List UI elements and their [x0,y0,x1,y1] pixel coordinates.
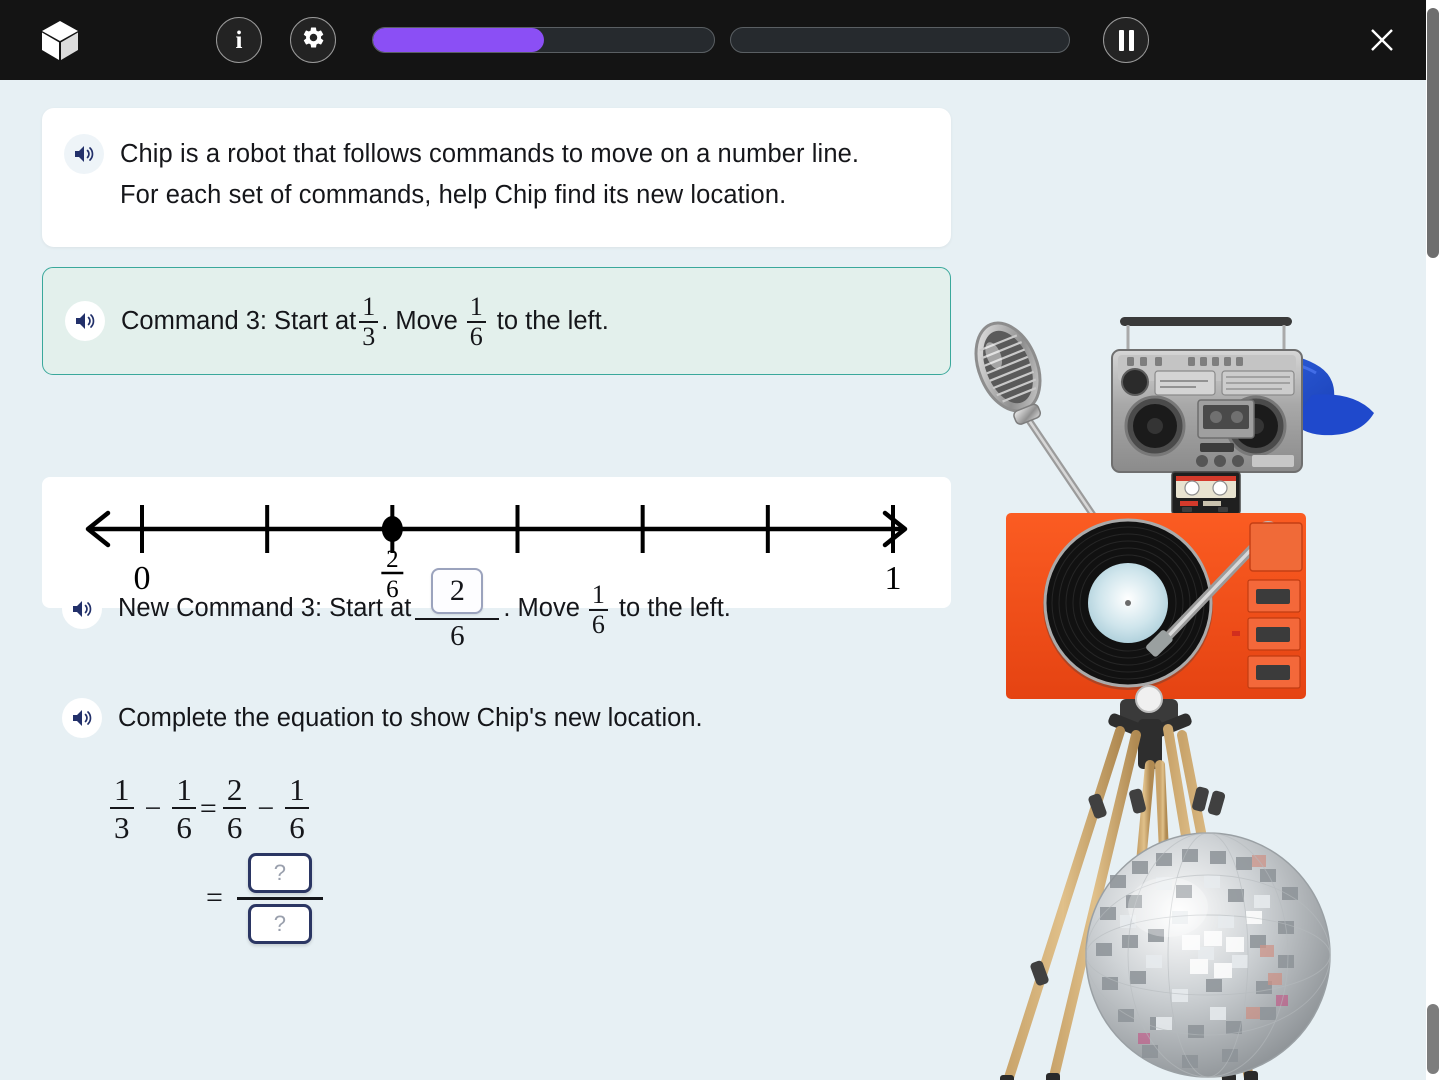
speaker-icon[interactable] [62,698,102,738]
new-command-row: New Command 3: Start at 2 6 . Move 1 6 t… [62,567,731,652]
number-line-point [381,516,403,542]
fraction-bar [236,897,323,900]
equals-sign-2: = [206,881,223,915]
complete-instruction-text: Complete the equation to show Chip's new… [118,703,703,732]
number-line-card: 0 2 6 1 [42,477,951,608]
speaker-icon[interactable] [64,134,104,174]
intro-text-block: Chip is a robot that follows commands to… [120,134,859,217]
cassette-tape [1171,471,1241,515]
equation-line-2: = ? ? [108,853,323,944]
fraction-denominator: 3 [110,807,134,843]
fraction-numerator: 1 [176,772,192,807]
number-line-label-denominator: 6 [386,576,399,603]
page-scrollbar[interactable] [1426,0,1440,1080]
eq-term-2: 1 6 [172,774,196,843]
fraction-denominator: 6 [466,321,486,350]
intro-card: Chip is a robot that follows commands to… [42,108,951,247]
command-card: Command 3: Start at 1 3 . Move 1 6 to th… [42,267,951,375]
progress-bar-1-fill [373,28,544,52]
fraction-numerator: 1 [289,772,305,807]
disco-ball [1085,832,1331,1078]
eq-term-4: 1 6 [285,774,309,843]
eq-term-1: 1 3 [110,774,134,843]
pause-button[interactable] [1103,17,1149,63]
fraction-denominator: 6 [450,620,465,652]
equation-line-1: 1 3 − 1 6 = 2 6 − 1 6 [108,774,323,843]
new-command-text: New Command 3: Start at 2 6 . Move 1 6 t… [118,567,731,652]
fraction-denominator: 6 [588,608,608,638]
chip-robot-illustration [960,295,1390,1080]
fraction-bar [415,618,500,620]
intro-line-1: Chip is a robot that follows commands to… [120,140,860,168]
fraction-denominator: 6 [285,807,309,843]
answer-box-numerator[interactable]: ? [247,853,312,893]
fraction-numerator: 1 [362,292,376,321]
info-label: i [235,26,243,54]
cube-logo-icon[interactable] [36,16,84,64]
command-start-fraction: 1 3 [359,292,379,350]
new-command-move-fraction: 1 6 [588,579,608,638]
fraction-denominator: 6 [222,807,247,843]
command-mid: . Move [381,306,458,335]
number-line-svg[interactable]: 0 2 6 1 [42,477,951,608]
new-command-mid: . Move [503,594,580,622]
fraction-numerator: 2 [226,772,243,807]
gear-icon [301,25,326,55]
scrollbar-thumb[interactable] [1427,8,1439,258]
number-line-label-numerator: 2 [386,546,399,573]
fraction-numerator: 1 [469,292,483,321]
new-command-prefix: New Command 3: Start at [118,594,412,622]
intro-line-2: For each set of commands, help Chip find… [120,181,787,210]
command-move-fraction: 1 6 [466,292,486,350]
scrollbar-thumb-secondary[interactable] [1427,1004,1439,1074]
command-suffix: to the left. [496,306,609,335]
fraction-numerator: 1 [114,772,130,807]
eq-term-3: 2 6 [222,772,247,843]
equation-block: 1 3 − 1 6 = 2 6 − 1 6 [108,774,323,944]
complete-instruction-row: Complete the equation to show Chip's new… [62,698,703,738]
speaker-icon[interactable] [65,301,105,341]
answer-box-filled[interactable]: 2 [431,568,484,614]
number-line-label: 0 [134,560,151,597]
fraction-denominator: 6 [172,807,196,843]
answer-fraction: ? ? [236,853,323,944]
fraction-numerator: 1 [591,579,605,609]
lesson-content: Chip is a robot that follows commands to… [0,80,1440,1080]
progress-bar-1[interactable] [372,27,715,53]
command-prefix: Command 3: Start at [121,306,357,335]
axis-arrow-left [85,510,111,548]
settings-button[interactable] [290,17,336,63]
progress-bar-2[interactable] [730,27,1070,53]
minus-operator-1: − [144,791,162,825]
close-button[interactable] [1366,24,1398,56]
minus-operator-2: − [257,791,275,825]
pause-icon [1118,29,1134,51]
equals-sign-1: = [199,791,217,825]
new-command-suffix: to the left. [618,594,731,622]
new-command-start-fraction: 2 6 [415,568,500,652]
orange-turntable-body [1006,513,1306,699]
slider-controls [1247,579,1301,689]
number-line-label: 1 [885,560,902,597]
answer-box-denominator[interactable]: ? [247,903,312,944]
info-button[interactable]: i [216,17,262,63]
progress-bar-group [372,27,1070,53]
fraction-denominator: 3 [359,321,379,350]
command-text: Command 3: Start at 1 3 . Move 1 6 to th… [121,292,609,350]
top-bar: i [0,0,1440,80]
boombox-head [1111,317,1303,473]
speaker-icon[interactable] [62,588,102,629]
